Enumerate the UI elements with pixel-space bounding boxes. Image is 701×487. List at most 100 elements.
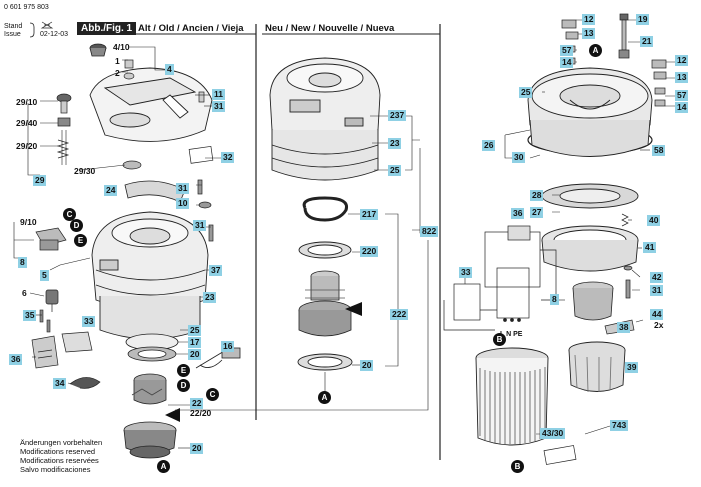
part-label-33-a: 33: [82, 316, 96, 327]
part-label-29: 29: [33, 175, 47, 186]
part-label-24: 24: [104, 185, 118, 196]
part-label-5: 5: [40, 270, 49, 281]
circle-e-upper: E: [74, 234, 87, 247]
old-lower-parts: [123, 333, 179, 459]
part-label-14-b: 14: [675, 102, 689, 113]
new-motor-housing: [269, 57, 381, 181]
right-ring-41: [541, 225, 639, 272]
part-label-14-a: 14: [560, 57, 574, 68]
part-label-220: 220: [360, 246, 379, 257]
part-label-743: 743: [610, 420, 629, 431]
part-label-822: 822: [420, 226, 439, 237]
part-label-20-a: 20: [188, 349, 202, 360]
new-ring-220: [298, 241, 352, 259]
part-label-42: 42: [650, 272, 664, 283]
part-label-13-a: 13: [582, 28, 596, 39]
right-small-parts: [561, 13, 667, 107]
doc-number: 0 601 975 803: [4, 4, 49, 11]
old-board: [61, 331, 93, 353]
part-label-34: 34: [53, 378, 67, 389]
new-arrow: [345, 302, 362, 316]
circle-b-filter: B: [511, 460, 524, 473]
figure-label: Abb./Fig. 1: [77, 22, 137, 35]
part-label-26: 26: [482, 140, 496, 151]
circle-c-lower: C: [206, 388, 219, 401]
footer-notes: Änderungen vorbehalten Modifications res…: [20, 438, 102, 474]
part-label-17: 17: [188, 337, 202, 348]
part-label-37: 37: [209, 265, 223, 276]
stand-label: Stand: [4, 23, 23, 30]
right-valve: [572, 281, 614, 321]
part-label-20-b: 20: [190, 443, 204, 454]
part-label-22-a: 22: [190, 398, 204, 409]
part-label-31-d: 31: [650, 285, 664, 296]
right-filter-disc: [541, 183, 639, 209]
new-ring-20: [297, 353, 353, 371]
part-label-12-a: 12: [582, 14, 596, 25]
footer-line-de: Änderungen vorbehalten: [20, 438, 103, 447]
part-label-31-b: 31: [176, 183, 190, 194]
part-label-20-c: 20: [360, 360, 374, 371]
part-label-12-b: 12: [675, 55, 689, 66]
old-knob: [89, 43, 107, 57]
part-label-22-20: 22/20: [190, 408, 212, 418]
part-label-44: 44: [650, 309, 664, 320]
right-top-lid: [527, 67, 653, 157]
part-label-57-b: 57: [675, 90, 689, 101]
part-label-4-10: 4/10: [113, 42, 130, 52]
part-label-25-a: 25: [188, 325, 202, 336]
circle-c-upper: C: [63, 208, 76, 221]
section-new-heading: Neu / New / Nouvelle / Nueva: [265, 23, 395, 34]
connector-text: L N PE: [500, 331, 523, 338]
part-label-57-a: 57: [560, 45, 574, 56]
part-label-8-b: 8: [550, 294, 559, 305]
part-label-27: 27: [530, 207, 544, 218]
part-label-11: 11: [212, 89, 225, 100]
part-label-9-10: 9/10: [20, 217, 37, 227]
part-label-41: 41: [643, 242, 657, 253]
old-cord: [69, 377, 101, 389]
right-cartridge-filter: [475, 347, 549, 446]
part-label-21: 21: [640, 36, 654, 47]
part-label-31-a: 31: [212, 101, 226, 112]
part-label-36-a: 36: [9, 354, 23, 365]
part-label-28: 28: [530, 190, 544, 201]
part-label-13-b: 13: [675, 72, 689, 83]
part-label-40: 40: [647, 215, 661, 226]
new-motor: [298, 270, 352, 337]
part-label-38: 38: [617, 322, 631, 333]
part-label-16: 16: [221, 341, 235, 352]
old-motor-housing: [91, 211, 209, 340]
part-label-222: 222: [390, 309, 409, 320]
part-label-32: 32: [221, 152, 235, 163]
part-label-23-a: 23: [203, 292, 217, 303]
footer-line-es: Salvo modificaciones: [20, 465, 91, 474]
old-float: [56, 93, 72, 165]
footer-line-en: Modifications reserved: [20, 447, 96, 456]
part-label-43-30: 43/30: [540, 428, 566, 439]
part-label-25-c: 25: [519, 87, 533, 98]
part-label-25-b: 25: [388, 165, 402, 176]
old-plug: [45, 289, 59, 312]
part-label-2: 2: [115, 68, 120, 78]
circle-d-lower: D: [177, 379, 190, 392]
old-arrow: [165, 408, 180, 422]
right-spring-40: [621, 213, 629, 227]
issue-date: 02-12-03: [40, 31, 69, 38]
old-top-cover: [89, 67, 213, 142]
footer-line-fr: Modifications reservées: [20, 456, 99, 465]
part-label-4: 4: [165, 64, 174, 75]
circle-a-right: A: [589, 44, 602, 57]
right-screws: [623, 265, 633, 299]
part-label-30: 30: [512, 152, 526, 163]
part-label-237: 237: [388, 110, 407, 121]
section-old-heading: Alt / Old / Ancien / Vieja: [138, 23, 244, 34]
part-label-29-10: 29/10: [16, 97, 38, 107]
part-label-36-b: 36: [511, 208, 525, 219]
part-label-29-30: 29/30: [74, 166, 96, 176]
circle-a-old: A: [157, 460, 170, 473]
part-label-29-40: 29/40: [16, 118, 38, 128]
issue-label: Issue: [4, 31, 21, 38]
part-label-6: 6: [22, 288, 27, 298]
